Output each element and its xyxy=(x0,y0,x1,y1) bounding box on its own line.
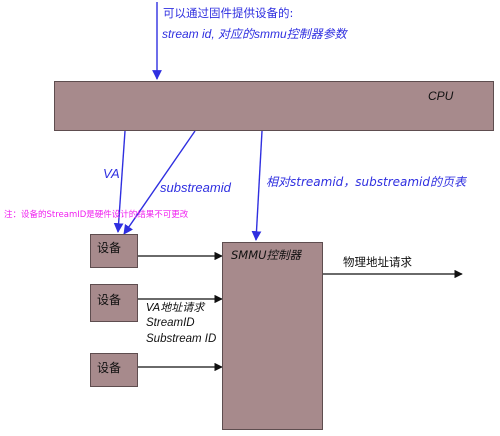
streamid-note: 注：设备的StreamID是硬件设计的结果不可更改 xyxy=(4,210,189,220)
request-info-streamid: StreamID xyxy=(146,317,195,329)
device-label-1: 设备 xyxy=(97,241,122,255)
cpu-block xyxy=(54,81,494,131)
physical-address-request-label: 物理地址请求 xyxy=(343,255,412,269)
va-label: VA xyxy=(103,166,120,181)
cpu-label: CPU xyxy=(428,89,454,103)
device-block-3 xyxy=(90,353,138,387)
substreamid-label: substreamid xyxy=(160,180,231,195)
device-block-2 xyxy=(90,284,138,322)
device-label-3: 设备 xyxy=(97,361,122,375)
firmware-note-line1: 可以通过固件提供设备的: xyxy=(163,6,294,20)
device-block-1 xyxy=(90,234,138,268)
smmu-controller-block xyxy=(222,242,323,430)
va-arrow xyxy=(113,130,126,233)
request-info-va: VA地址请求 xyxy=(146,301,205,314)
request-info-substreamid: Substream ID xyxy=(146,333,217,345)
smmu-controller-label: SMMU控制器 xyxy=(231,248,302,262)
substreamid-arrow xyxy=(123,130,196,235)
device-label-2: 设备 xyxy=(97,293,122,307)
pagetable-label: 相对streamid，substreamid的页表 xyxy=(266,175,467,189)
pagetable-arrow xyxy=(251,130,263,241)
firmware-note-line2: stream id, 对应的smmu控制器参数 xyxy=(162,27,347,41)
